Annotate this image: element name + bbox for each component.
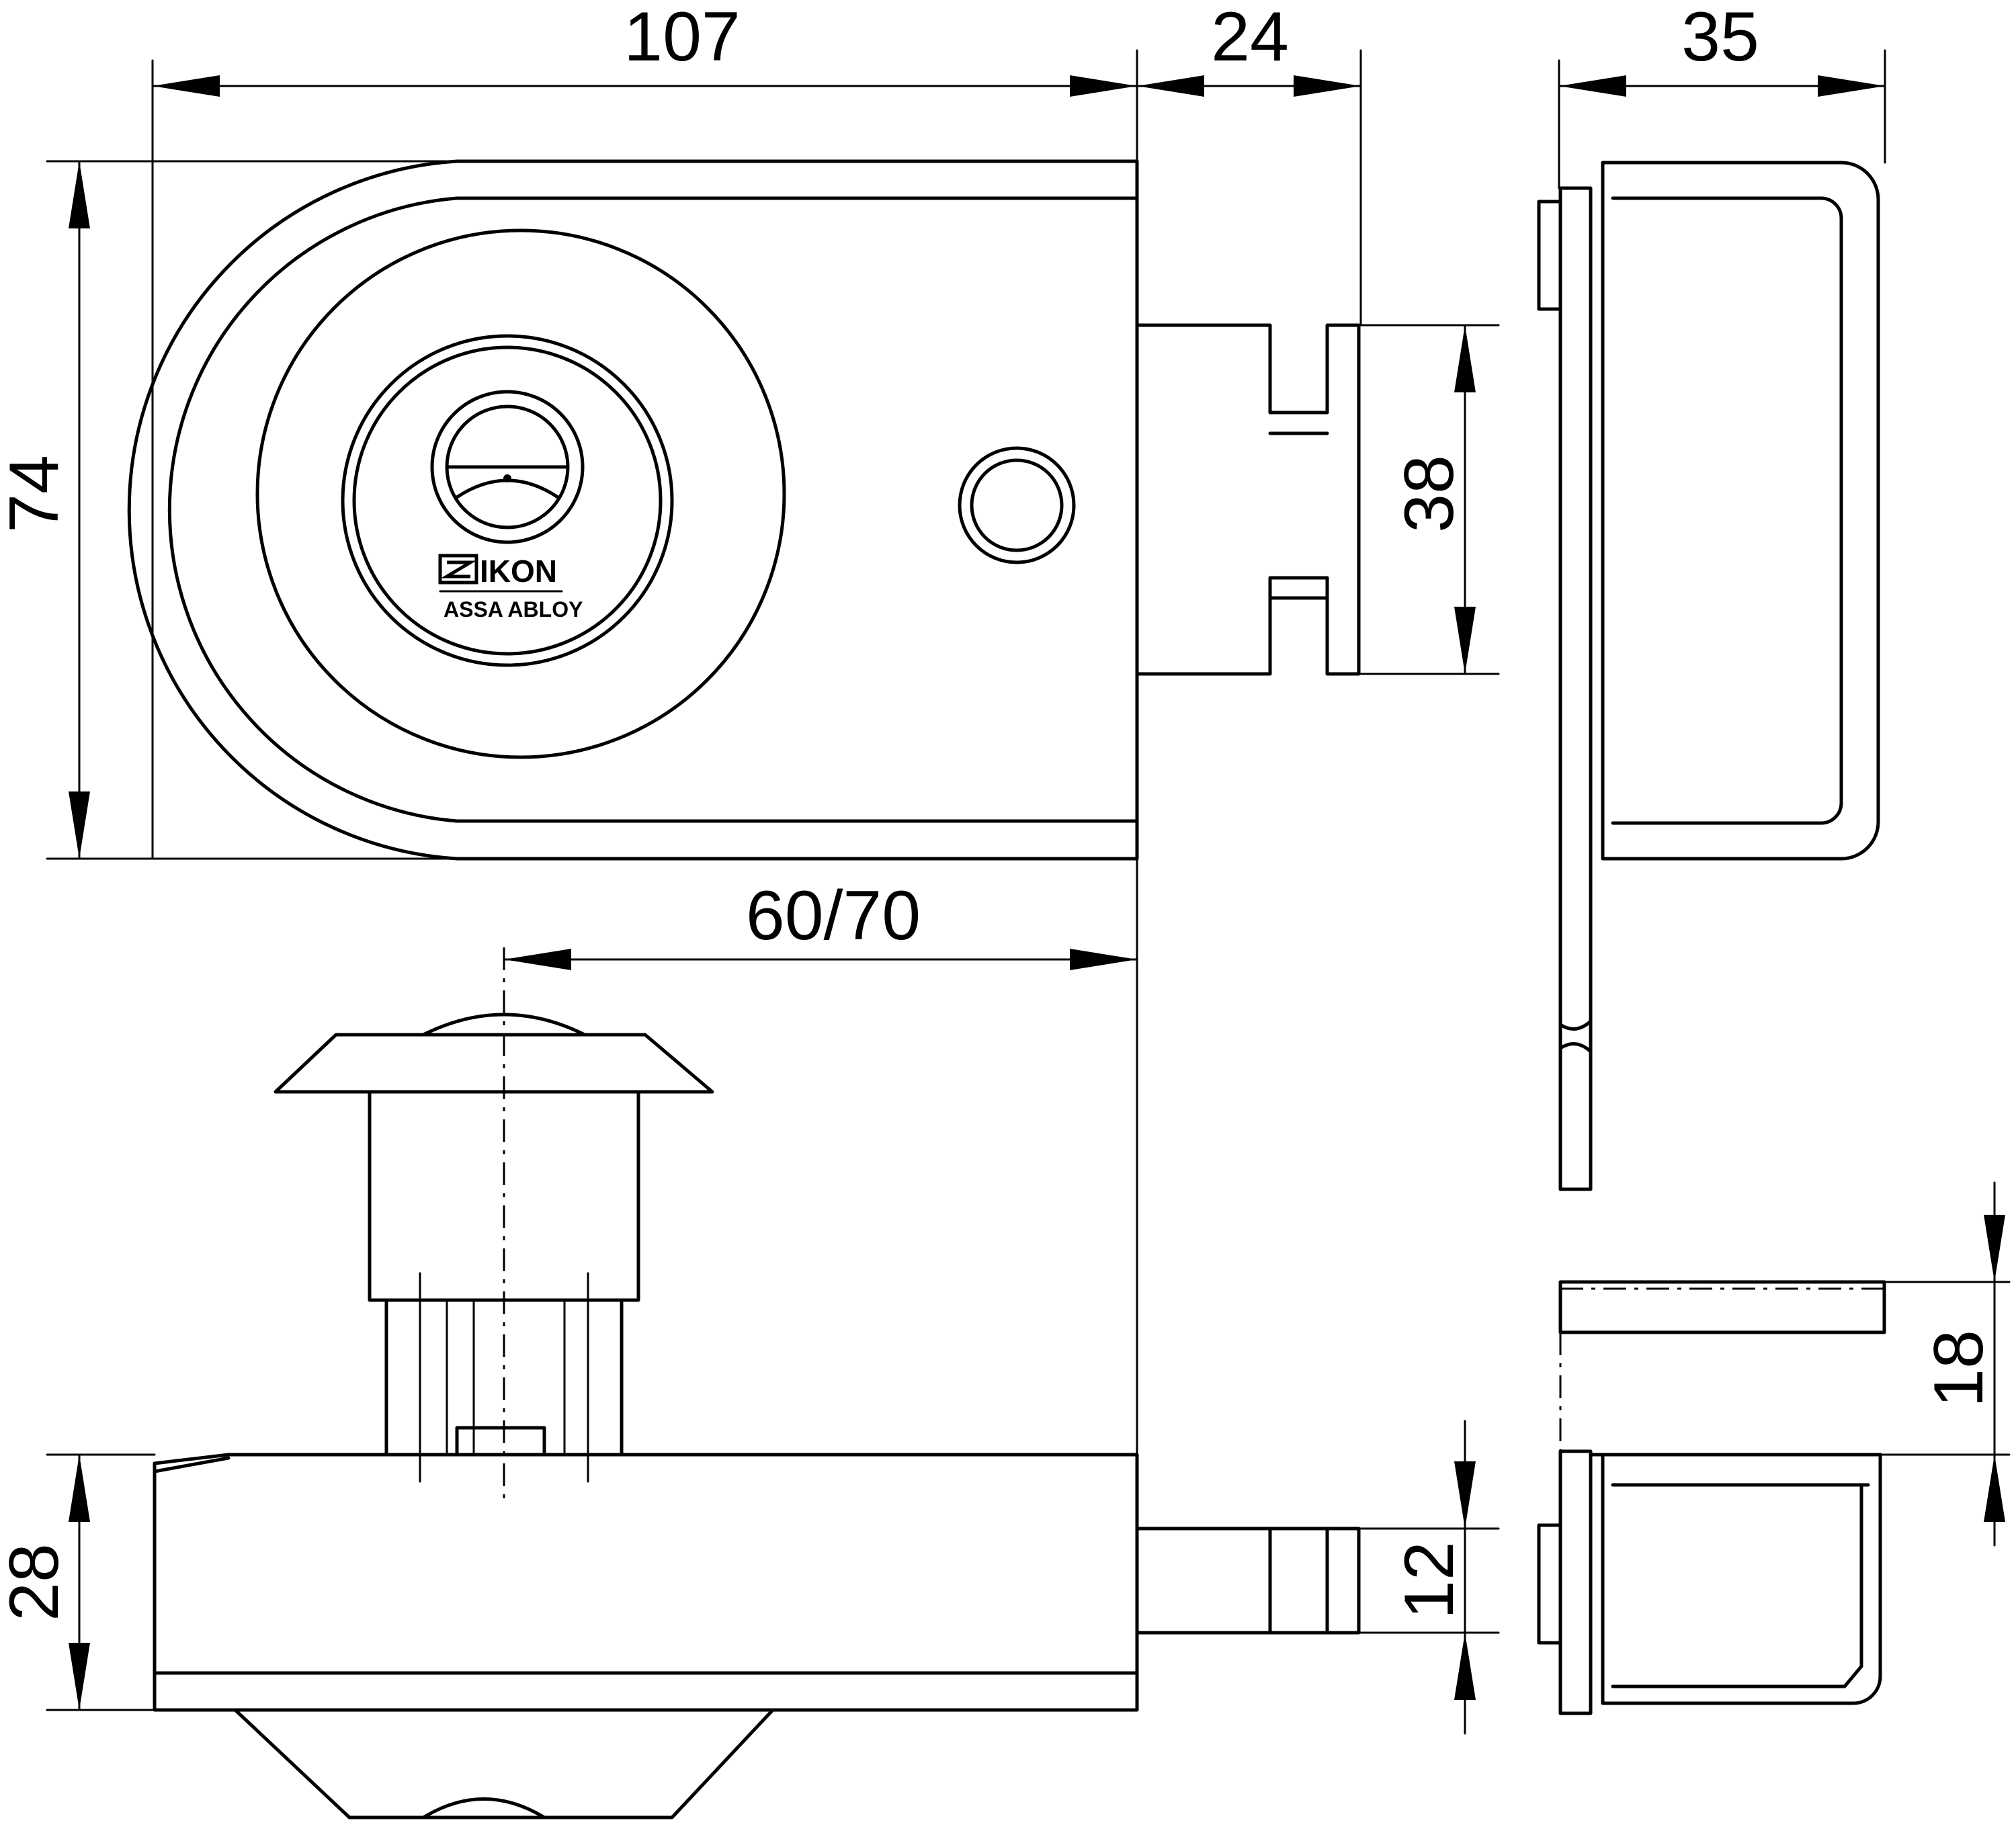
- arrowhead: [1070, 949, 1137, 970]
- logo-mark-icon: [438, 554, 478, 585]
- dim-label-74: 74: [0, 455, 73, 533]
- thumb-button-inner: [970, 458, 1064, 552]
- side-housing-outer: [1601, 161, 1880, 861]
- logo-z-icon: [440, 560, 477, 578]
- dim-label-24: 24: [1211, 0, 1289, 76]
- mounting-plate: [1558, 186, 1593, 1191]
- arrowhead: [1454, 325, 1476, 392]
- keyhole-ring-outer: [430, 390, 585, 544]
- strike-plate-flange: [1558, 1449, 1593, 1715]
- dim-label-35: 35: [1681, 0, 1759, 76]
- arrowhead: [1454, 1633, 1476, 1700]
- front-view: IKON ASSA ABLOY: [127, 159, 1361, 861]
- mounting-plate-edge: [1537, 200, 1562, 311]
- arrowhead: [1984, 1455, 2005, 1522]
- arrowhead: [69, 161, 90, 228]
- lock-body-outline: [127, 159, 1139, 861]
- dimension-lines: [46, 49, 2011, 1735]
- arrowhead: [69, 791, 90, 859]
- strike-plate-top: [1558, 1280, 1886, 1334]
- cylinder-tailpiece: [455, 1426, 546, 1457]
- bolt-front-notches: [1268, 431, 1329, 600]
- arrowhead: [1559, 75, 1626, 97]
- dim-label-38: 38: [1390, 455, 1468, 533]
- dim-label-18: 18: [1920, 1330, 1998, 1408]
- plan-body-inner: [153, 1456, 1139, 1675]
- keyhole-pin: [503, 474, 511, 482]
- plan-rosette: [233, 1708, 775, 1819]
- plan-rosette-cap: [421, 1797, 546, 1819]
- rosette-outer: [255, 228, 786, 759]
- arrowhead: [1070, 75, 1137, 97]
- strike-housing: [1589, 1453, 1882, 1705]
- arrowhead: [69, 1643, 90, 1710]
- ikon-logo: IKON ASSA ABLOY: [438, 554, 583, 622]
- arrowhead: [1454, 607, 1476, 674]
- dim-label-28: 28: [0, 1543, 73, 1621]
- lock-body-inner: [167, 196, 1139, 823]
- break-mark: [1558, 1019, 1593, 1054]
- escutcheon-ring-outer: [341, 334, 674, 667]
- dimension-labels: 107 24 35 74 38 60/70 28 12 18: [0, 0, 1998, 1621]
- bolt-front: [1135, 323, 1361, 676]
- bolt-plan: [1135, 1527, 1361, 1635]
- bolt-plan-notches: [1268, 1527, 1329, 1635]
- arrowhead: [153, 75, 220, 97]
- arrowhead: [69, 1455, 90, 1522]
- thumb-button-outer: [958, 446, 1076, 564]
- arrowhead: [1137, 75, 1204, 97]
- escutcheon-ring-inner: [352, 345, 663, 656]
- plan-view: [153, 947, 1361, 1819]
- arrowhead: [1818, 75, 1885, 97]
- logo-brand: IKON: [480, 554, 557, 589]
- side-housing-inner: [1611, 196, 1843, 825]
- arrowhead: [1454, 1461, 1476, 1529]
- arrowhead: [1984, 1215, 2005, 1282]
- logo-group: ASSA ABLOY: [444, 597, 583, 622]
- cylinder-shaft-lines: [419, 1272, 589, 1483]
- strike-flange-edge: [1537, 1523, 1562, 1645]
- cylinder-cap: [421, 1013, 587, 1037]
- dim-label-107: 107: [624, 0, 741, 76]
- arrowhead: [1294, 75, 1361, 97]
- strike-housing-inner: [1611, 1483, 1870, 1688]
- side-view: [1537, 161, 1880, 1191]
- side-bottom-view: [1537, 1280, 1886, 1715]
- cylinder-collar: [274, 1033, 714, 1094]
- dim-label-60-70: 60/70: [746, 877, 921, 955]
- dim-label-12: 12: [1390, 1541, 1468, 1619]
- arrowhead: [504, 949, 571, 970]
